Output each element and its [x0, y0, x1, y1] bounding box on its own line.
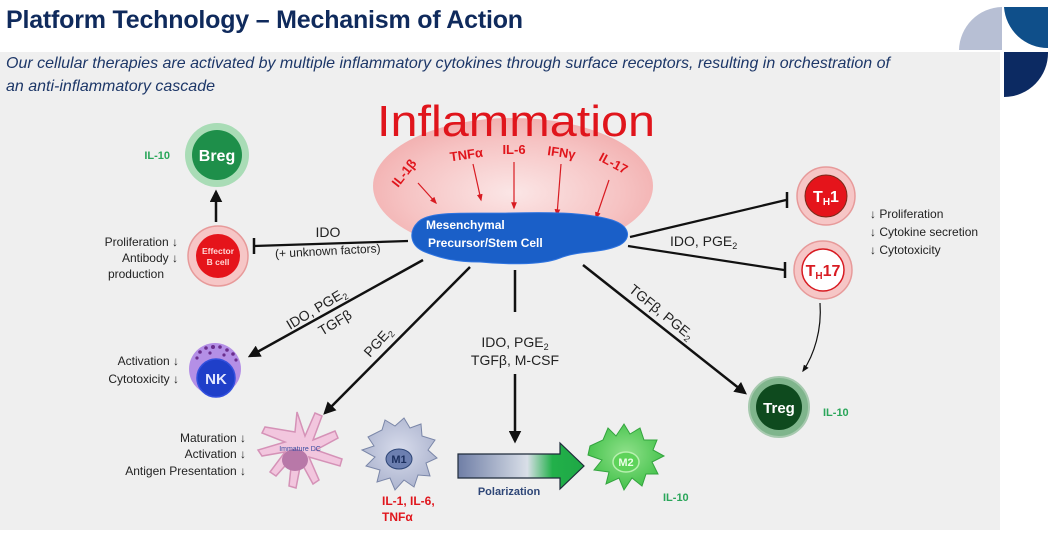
th-effect-cytotoxicity: ↓ Cytotoxicity: [870, 243, 941, 257]
cytokine-label-tnfa: TNFα: [449, 145, 484, 164]
msc-to-th17-inhibition: [627, 244, 785, 272]
nk-label: NK: [205, 371, 227, 388]
treg-il10-label: IL-10: [823, 407, 849, 419]
company-logo-icon: [959, 7, 1049, 98]
m1-label: M1: [391, 454, 406, 466]
dc-effect-activation: Activation ↓: [185, 447, 246, 461]
inflammation-label: Inflammation: [377, 97, 655, 146]
dc-effect-maturation: Maturation ↓: [180, 431, 246, 445]
slide-title: Platform Technology – Mechanism of Actio…: [6, 6, 523, 34]
effector-b-label-line2: B cell: [207, 257, 230, 267]
nk-effect-cytotoxicity: Cytotoxicity ↓: [108, 372, 179, 386]
polarization-arrow: [457, 441, 585, 491]
treg-mediators-label: TGFβ, PGE2: [625, 281, 697, 344]
m1-secretes-line2: TNFα: [382, 510, 413, 524]
cytokine-label-ifng: IFNγ: [547, 143, 578, 162]
cytokine-arrow: [595, 179, 610, 220]
msc-label-line2: Precursor/Stem Cell: [428, 236, 543, 250]
m2-il10-label: IL-10: [663, 492, 689, 504]
dc-nucleus: [282, 449, 308, 471]
msc-to-th1-inhibition: [629, 198, 787, 239]
dc-effect-antigen: Antigen Presentation ↓: [125, 464, 246, 478]
m2-nucleus: [612, 451, 640, 473]
cytokine-label-il6: IL-6: [502, 142, 525, 157]
breg-il10-label: IL-10: [144, 150, 170, 162]
b-effect-antibody: Antibody ↓: [122, 251, 178, 265]
cytokine-arrow: [472, 163, 483, 202]
th1-cell-core: [804, 174, 848, 218]
msc-to-dc-arrow: [323, 266, 471, 415]
th-effect-cytokine: ↓ Cytokine secretion: [870, 225, 978, 239]
dc-mediator-label: PGE2: [360, 324, 397, 362]
th17-to-treg-arrow: [802, 302, 821, 373]
slide-subtitle: Our cellular therapies are activated by …: [6, 55, 890, 95]
macrophage-mediators-line1: IDO, PGE2: [481, 334, 548, 352]
polarization-label: Polarization: [478, 486, 541, 498]
ido-b-unknown-label: (+ unknown factors): [275, 241, 381, 261]
breg-cell-core: [192, 130, 242, 180]
m1-secretes-line1: IL-1, IL-6,: [382, 494, 435, 508]
th17-cell-core: [801, 248, 845, 292]
th-mediators-label: IDO, PGE2: [670, 233, 737, 251]
treg-label: Treg: [763, 400, 795, 417]
m1-nucleus: [385, 448, 413, 470]
nk-granules: [195, 345, 238, 362]
msc-label-line1: Mesenchymal: [426, 218, 505, 232]
th1-label: TH1: [813, 189, 839, 208]
ido-b-label: IDO: [316, 224, 341, 240]
effector-b-label-line1: Effector: [202, 246, 235, 256]
dc-label: Immature DC: [279, 446, 321, 453]
macrophage-mediators-line2: TGFβ, M-CSF: [471, 352, 559, 368]
b-effect-proliferation: Proliferation ↓: [105, 235, 178, 249]
cytokine-arrow: [417, 182, 437, 205]
b-effect-production: production: [108, 267, 164, 281]
mesenchymal-stem-cell: [411, 212, 628, 265]
ido-inhibition-line: [253, 239, 409, 248]
breg-label: Breg: [199, 148, 235, 165]
m2-label: M2: [618, 457, 633, 469]
th-effect-proliferation: ↓ Proliferation: [870, 207, 943, 221]
nk-effect-activation: Activation ↓: [118, 354, 179, 368]
nk-cell-nucleus: [196, 358, 236, 398]
msc-to-treg-arrow: [582, 264, 747, 395]
effector-b-cell-core: [196, 234, 240, 278]
th17-label: TH17: [806, 263, 841, 282]
msc-to-nk-arrow: [247, 258, 424, 358]
treg-cell-core: [756, 384, 802, 430]
cytokine-arrow: [554, 163, 562, 217]
